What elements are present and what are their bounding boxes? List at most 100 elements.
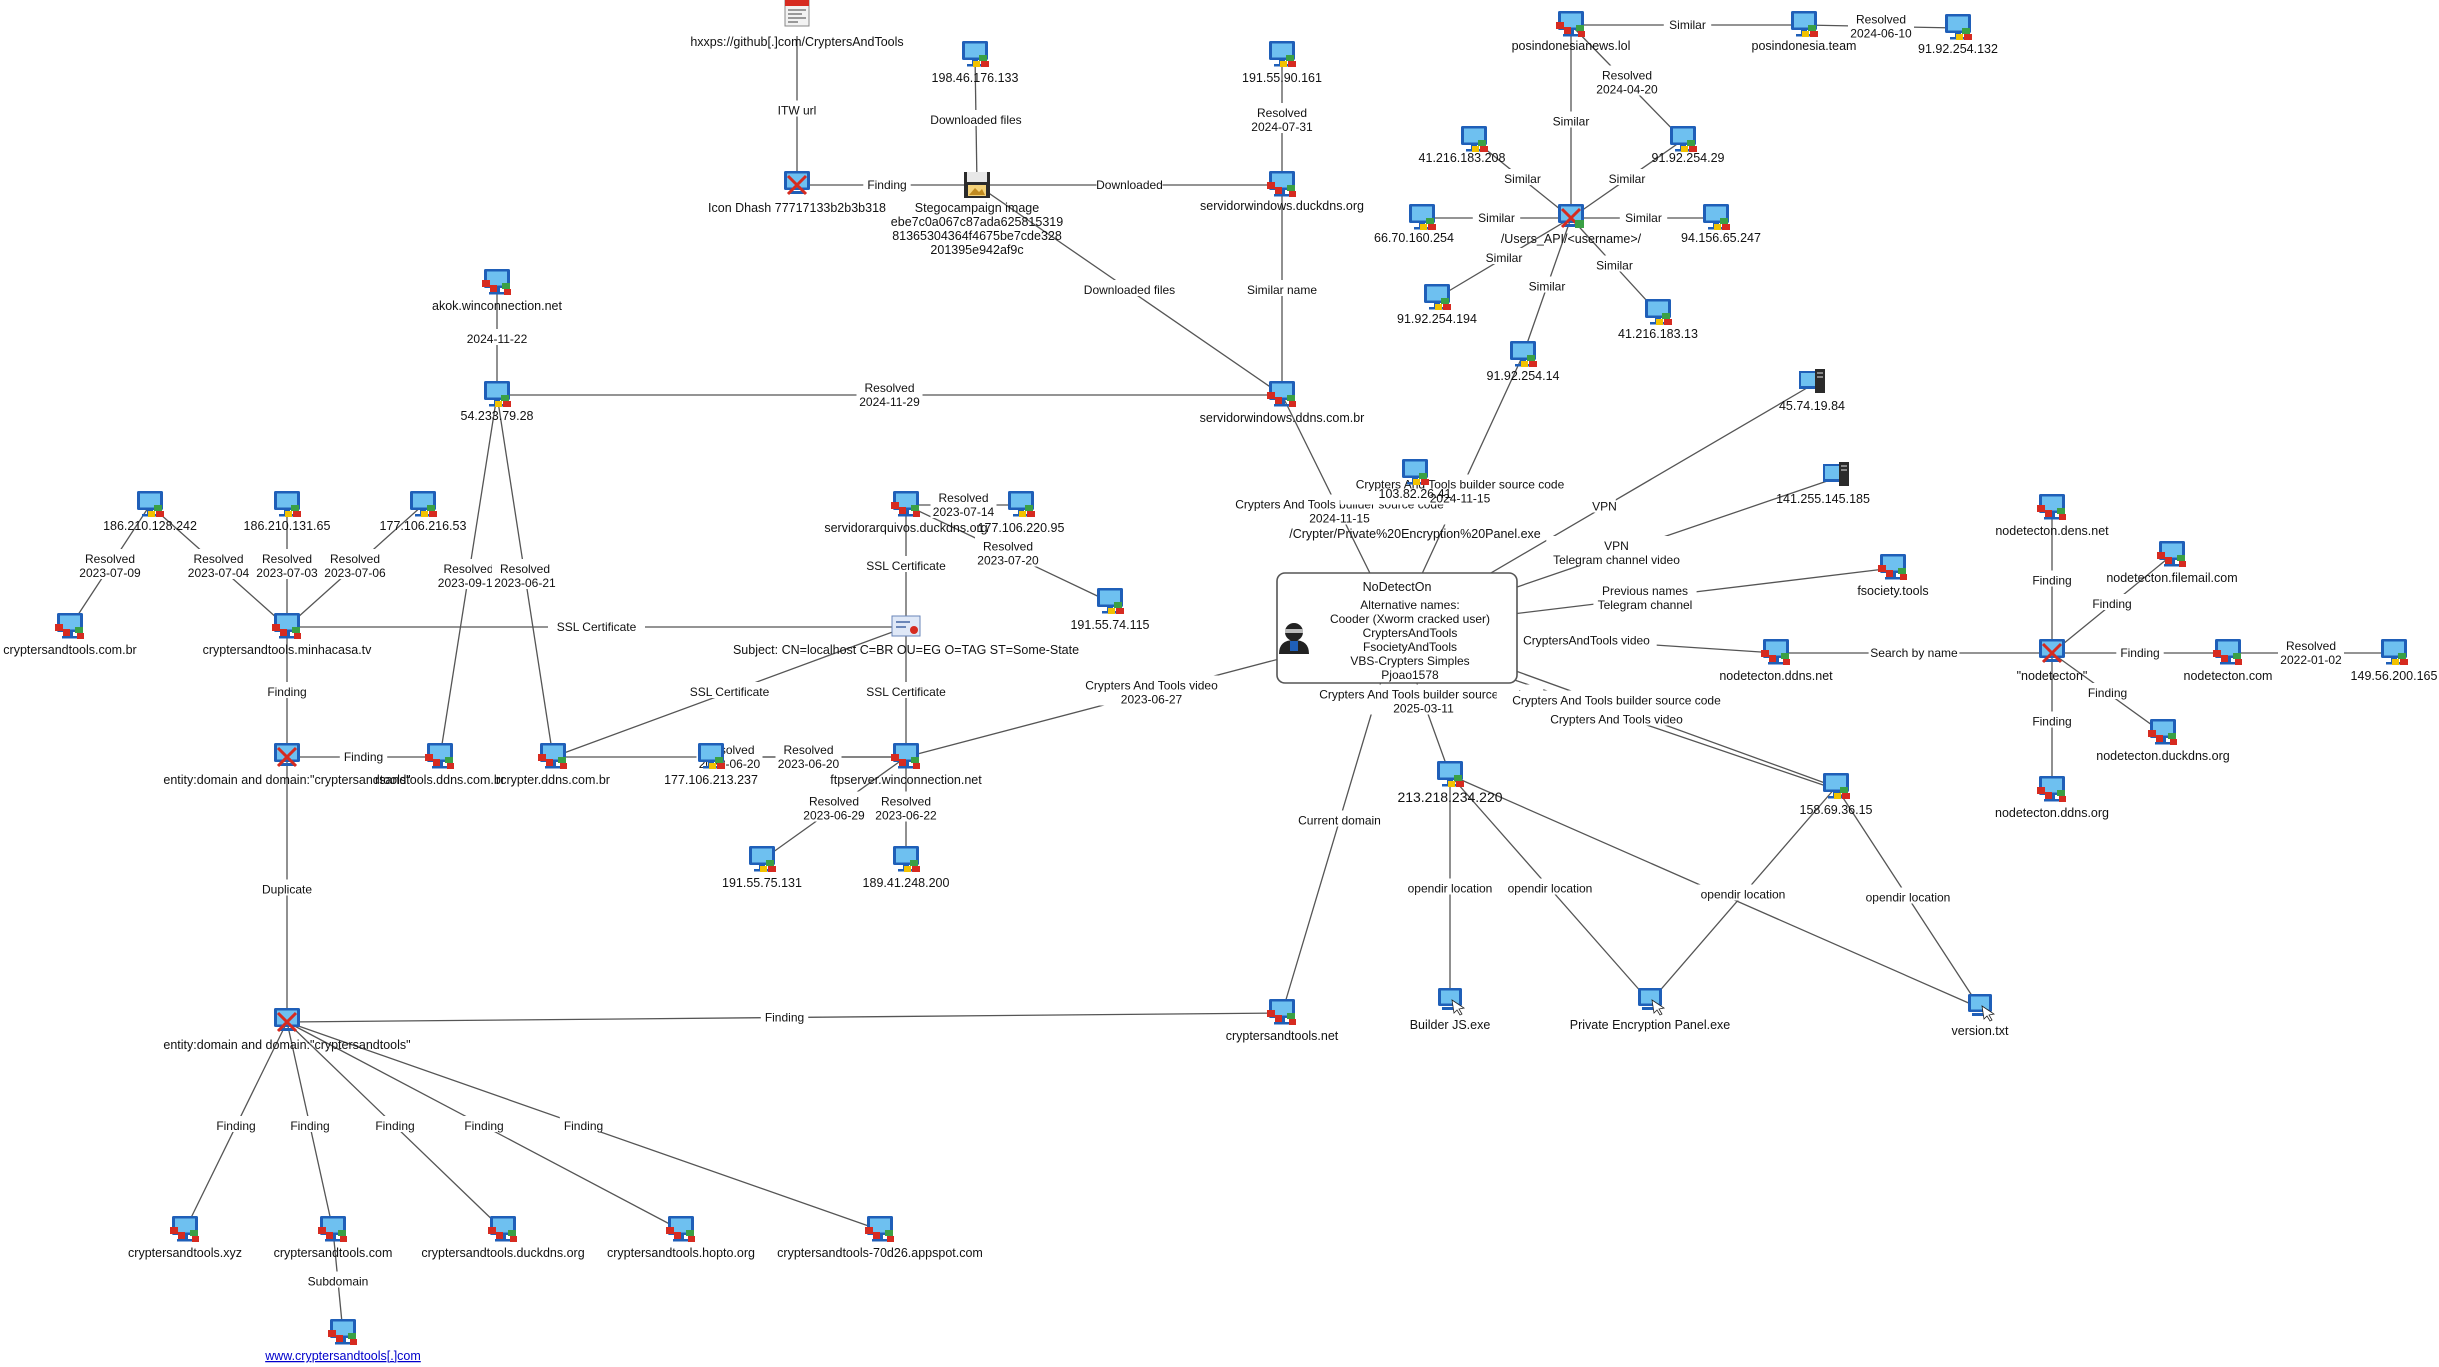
node-label[interactable]: www.cryptersandtools[.]com [264, 1349, 421, 1363]
edge-label: Similar [1625, 211, 1662, 225]
node-ip-41-216-183-13[interactable]: 41.216.183.13 [1618, 299, 1698, 341]
node-stego[interactable]: Stegocampaign imageebe7c0a067c87ada62581… [891, 172, 1063, 257]
node-crypter-panel-url[interactable]: /Crypter/Private%20Encryption%20Panel.ex… [1289, 527, 1541, 541]
node-version-txt[interactable]: version.txt [1952, 993, 2009, 1038]
node-ip-103-82[interactable]: 103.82.26.41 [1379, 459, 1452, 501]
edge-label-background [286, 1116, 334, 1132]
node-nodetecton-duckdns[interactable]: nodetecton.duckdns.org [2096, 719, 2230, 763]
node-akok[interactable]: akok.winconnection.net [432, 269, 562, 313]
node-ssl-cert[interactable]: Subject: CN=localhost C=BR OU=EG O=TAG S… [733, 615, 1079, 657]
node-cryptersandtools-net[interactable]: cryptersandtools.net [1226, 999, 1339, 1043]
node-cryptersandtools-duckdns[interactable]: cryptersandtools.duckdns.org [421, 1216, 585, 1260]
node-ip-54[interactable]: 54.233.79.28 [461, 381, 534, 423]
node-cryptersandtools-xyz[interactable]: cryptersandtools.xyz [128, 1216, 242, 1260]
threat-actor-card[interactable]: NoDetectOn Alternative names: Cooder (Xw… [1276, 572, 1518, 684]
edge-label: Downloaded files [1084, 283, 1175, 297]
node-label: hxxps://github[.]com/CryptersAndTools [690, 35, 903, 49]
node-ip-158[interactable]: 158.69.36.15 [1800, 773, 1873, 817]
edge-label-background [1096, 175, 1163, 191]
ip-host-icon [1269, 41, 1296, 67]
node-icon-dhash[interactable]: Icon Dhash 77717133b2b3b318 [708, 169, 886, 215]
node-servidorarquivos[interactable]: servidorarquivos.duckdns.org [824, 491, 988, 535]
node-ip-149-56[interactable]: 149.56.200.165 [2351, 639, 2438, 683]
node-ip-45-74[interactable]: 45.74.19.84 [1779, 369, 1845, 413]
node-cryptersandtools-hopto[interactable]: cryptersandtools.hopto.org [607, 1216, 755, 1260]
node-servidorwindows-duck[interactable]: servidorwindows.duckdns.org [1200, 171, 1364, 213]
node-label: 66.70.160.254 [1374, 231, 1454, 245]
edge-label-background [873, 791, 939, 822]
edge-label-background [857, 556, 955, 572]
node-ftpserver[interactable]: ftpserver.winconnection.net [830, 743, 982, 787]
node-ip-94-156[interactable]: 94.156.65.247 [1681, 204, 1761, 245]
edge-label-background [2116, 643, 2164, 659]
node-posindonesianews[interactable]: posindonesianews.lol [1512, 11, 1631, 53]
node-ip-66-70[interactable]: 66.70.160.254 [1374, 204, 1454, 245]
node-rcrypter[interactable]: rcrypter.ddns.com.br [496, 743, 610, 787]
node-label: 186.210.128.242 [103, 519, 197, 533]
node-fsociety[interactable]: fsociety.tools [1857, 554, 1929, 598]
node-cryptersandtools-combr[interactable]: cryptersandtools.com.br [3, 613, 137, 657]
node-ip-186-210-128[interactable]: 186.210.128.242 [103, 491, 197, 533]
node-ip-191-55-74[interactable]: 191.55.74.115 [1070, 588, 1150, 632]
domain-icon [891, 491, 920, 517]
domain-icon [328, 1319, 357, 1345]
node-private-panel[interactable]: Private Encryption Panel.exe [1570, 987, 1731, 1032]
node-ip-191-55-75[interactable]: 191.55.75.131 [722, 846, 802, 890]
node-ip-91-92-254-14[interactable]: 91.92.254.14 [1487, 341, 1560, 383]
node-ip-91-92-254-194[interactable]: 91.92.254.194 [1397, 284, 1477, 326]
node-ip-177-106-220[interactable]: 177.106.220.95 [978, 491, 1065, 535]
edge-label: CryptersAndTools video [1523, 634, 1650, 648]
node-ip-41-216-183-208[interactable]: 41.216.183.208 [1419, 126, 1506, 165]
node-ip-198[interactable]: 198.46.176.133 [932, 41, 1019, 85]
node-label: 191.55.90.161 [1242, 71, 1322, 85]
node-github[interactable]: hxxps://github[.]com/CryptersAndTools [690, 0, 904, 49]
edge-label: Similar [1609, 172, 1646, 186]
domain-icon [865, 1216, 894, 1242]
node-www-cryptersandtools[interactable]: www.cryptersandtools[.]com [264, 1319, 421, 1363]
node-label: 91.92.254.194 [1397, 312, 1477, 326]
node-rsandtools[interactable]: rsandtools.ddns.com.br [375, 743, 505, 787]
edge-label-background [1498, 878, 1602, 895]
node-nodetecton-ddns-org[interactable]: nodetecton.ddns.org [1995, 776, 2109, 820]
node-sublabel: ebe7c0a067c87ada625815319 [891, 215, 1063, 229]
node-ip-191-55-90[interactable]: 191.55.90.161 [1242, 41, 1322, 85]
node-cryptersandtools-appspot[interactable]: cryptersandtools-70d26.appspot.com [777, 1216, 983, 1260]
node-minhacasa[interactable]: cryptersandtools.minhacasa.tv [203, 613, 373, 657]
node-nodetecton-dens[interactable]: nodetecton.dens.net [1995, 494, 2109, 538]
node-ip-91-92-254-132[interactable]: 91.92.254.132 [1918, 14, 1998, 56]
node-entity-domain2[interactable]: entity:domain and domain:"cryptersandtoo… [163, 1006, 411, 1052]
node-ip-177-106-213[interactable]: 177.106.213.237 [664, 743, 758, 787]
edge-label-background [1691, 884, 1795, 901]
node-ip-186-210-131[interactable]: 186.210.131.65 [244, 491, 331, 533]
edge-label: Finding [464, 1119, 503, 1133]
node-ip-91-92-254-29[interactable]: 91.92.254.29 [1652, 126, 1725, 165]
node-nodetecton-filemail[interactable]: nodetecton.filemail.com [2106, 541, 2238, 585]
edge-label-background [1663, 15, 1712, 31]
node-label: 213.218.234.220 [1397, 789, 1502, 805]
node-nodetecton-query[interactable]: "nodetecton" [2017, 637, 2088, 683]
node-label: Stegocampaign image [915, 201, 1039, 215]
node-builder-js[interactable]: Builder JS.exe [1410, 987, 1491, 1032]
node-ip-177-106-216[interactable]: 177.106.216.53 [380, 491, 467, 533]
domain-icon [1267, 171, 1296, 197]
node-nodetecton-com[interactable]: nodetecton.com [2184, 639, 2273, 683]
node-users-api[interactable]: /Users_API/<username>/ [1501, 202, 1642, 246]
node-posindonesia-team[interactable]: posindonesia.team [1752, 11, 1857, 53]
threat-actor-alias-heading: Alternative names: [1360, 598, 1459, 612]
edge-label: opendir location [1408, 882, 1493, 896]
ip-host-icon [137, 491, 164, 517]
node-servidorwindows-ddns[interactable]: servidorwindows.ddns.com.br [1200, 381, 1365, 425]
node-nodetecton-ddns-net[interactable]: nodetecton.ddns.net [1719, 639, 1833, 683]
node-entity-domain1[interactable]: entity:domain and domain:"cryptersandtoo… [163, 741, 411, 787]
node-cryptersandtools-com[interactable]: cryptersandtools.com [274, 1216, 393, 1260]
node-ip-213[interactable]: 213.218.234.220 [1397, 761, 1503, 805]
threat-actor-alias: VBS-Crypters Simples [1350, 654, 1469, 668]
edge-label-background [1856, 887, 1960, 904]
node-ip-141-255[interactable]: 141.255.145.185 [1776, 462, 1870, 506]
node-ip-189-41[interactable]: 189.41.248.200 [863, 846, 950, 890]
edge-label: SSL Certificate [866, 559, 946, 573]
